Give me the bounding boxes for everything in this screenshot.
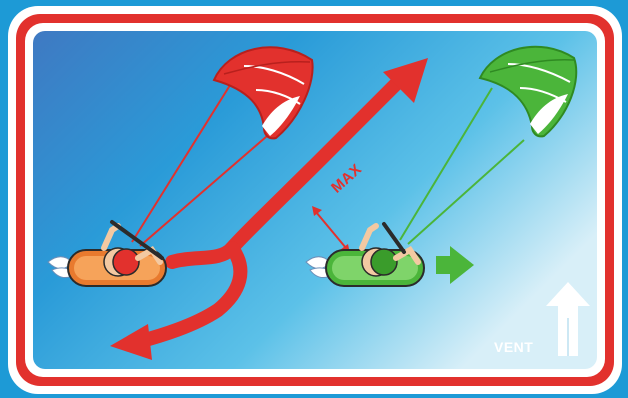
wind-label: VENT: [494, 339, 533, 355]
